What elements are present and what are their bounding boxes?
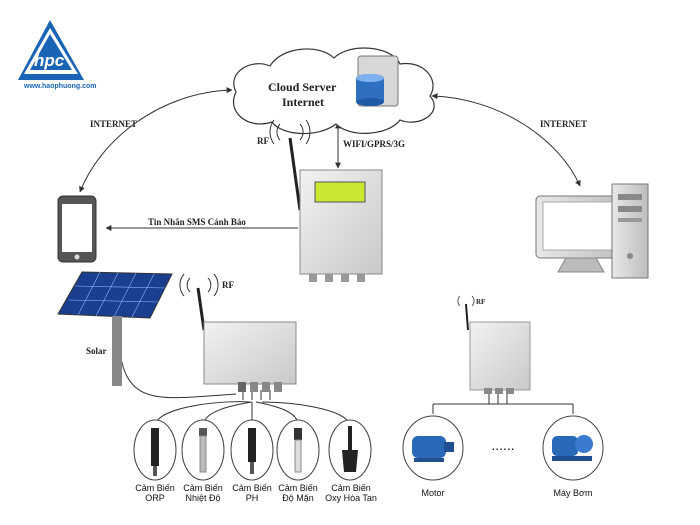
sensor-salinity <box>276 419 320 481</box>
pump-controller <box>457 295 531 394</box>
cable-oxygen <box>261 401 351 426</box>
sensors <box>133 419 372 481</box>
motor-device <box>402 415 464 481</box>
rf-main-label: RF <box>257 136 269 146</box>
rf-node-label: RF <box>222 280 234 290</box>
rf-waves-icon <box>269 119 311 145</box>
wifi-label: WIFI/GPRS/3G <box>343 139 406 149</box>
node-antenna <box>196 287 206 331</box>
solar-label: Solar <box>86 346 107 356</box>
ellipsis-dots: ...... <box>491 437 515 453</box>
rf-waves-icon <box>179 273 219 297</box>
sensor-temperature <box>181 419 225 481</box>
sensor-node <box>179 273 297 392</box>
rf-pump-label: RF <box>476 298 486 306</box>
motor-caption: Motor <box>421 488 445 498</box>
server-stack-icon <box>356 55 399 107</box>
logo-url: www.haophuong.com <box>24 83 97 90</box>
cloud-server <box>233 47 435 135</box>
pump-icon <box>552 436 578 456</box>
hpc-logo: hpc <box>18 20 84 80</box>
cable-orp <box>154 401 251 426</box>
sensor-orp <box>133 419 177 481</box>
lcd-display <box>314 181 366 203</box>
main-antenna <box>288 137 302 211</box>
sensor-oxygen <box>328 419 372 481</box>
main-controller <box>269 119 383 282</box>
motor-icon <box>412 436 446 458</box>
pump-caption: Máy Bơm <box>553 488 593 498</box>
internet-left-label: INTERNET <box>90 119 138 129</box>
logo-mark: hpc <box>34 51 65 70</box>
desktop-pc-icon <box>535 183 649 279</box>
cloud-subtitle: Internet <box>282 95 324 109</box>
cloud-title: Cloud Server <box>268 80 337 94</box>
sensor-ph <box>230 419 274 481</box>
solar-panel-icon <box>57 271 173 386</box>
internet-left-link <box>79 87 233 193</box>
pump-device <box>542 415 604 481</box>
pump-antenna <box>465 303 469 331</box>
smartphone-icon <box>57 195 97 263</box>
sms-alert-label: Tin Nhắn SMS Cảnh Báo <box>148 217 246 227</box>
rf-waves-icon <box>457 295 475 307</box>
internet-right-link <box>431 93 581 187</box>
internet-right-label: INTERNET <box>540 119 588 129</box>
